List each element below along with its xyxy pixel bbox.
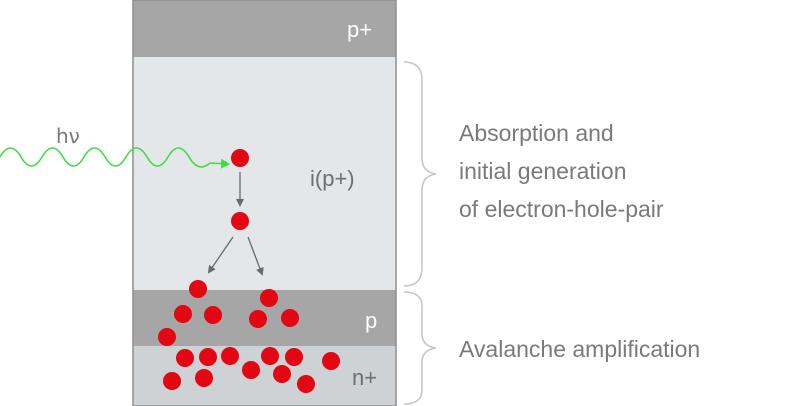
device-outline: [132, 0, 397, 406]
electron: [195, 369, 213, 387]
annotation-avalanche: Avalanche amplification: [459, 336, 700, 362]
electron: [281, 309, 299, 327]
photon-label: hν: [56, 124, 80, 148]
electron: [204, 306, 222, 324]
layer-p-plus: [133, 0, 396, 57]
avalanche-electrons: [158, 280, 340, 393]
electron: [189, 280, 207, 298]
annotation-absorption-line2: initial generation: [459, 158, 627, 184]
electron: [176, 349, 194, 367]
electron: [322, 352, 340, 370]
layer-label-intrinsic: i(p+): [310, 166, 355, 191]
electron: [260, 289, 278, 307]
electron: [297, 375, 315, 393]
brace-avalanche: [403, 291, 437, 405]
photon-wave: [0, 147, 211, 168]
annotation-absorption-line1: Absorption and: [459, 120, 614, 146]
electron: [158, 328, 176, 346]
electron: [174, 305, 192, 323]
electron: [249, 310, 267, 328]
layer-label-p: p: [365, 308, 377, 333]
electron: [261, 347, 279, 365]
photon-arrowhead: [209, 158, 230, 169]
layer-label-p-plus: p+: [347, 17, 372, 42]
layer-intrinsic: [133, 57, 396, 290]
annotation-absorption-line3: of electron-hole-pair: [459, 196, 664, 222]
brace-absorption: [403, 61, 437, 287]
electron-primary: [231, 149, 249, 167]
electron: [221, 347, 239, 365]
layer-label-n-plus: n+: [352, 365, 377, 390]
electron: [163, 372, 181, 390]
arrow-left: [207, 236, 234, 274]
electron: [273, 365, 291, 383]
electron: [242, 361, 260, 379]
arrow-right: [247, 236, 264, 276]
electron: [285, 348, 303, 366]
electron: [199, 348, 217, 366]
electron-secondary: [231, 212, 249, 230]
